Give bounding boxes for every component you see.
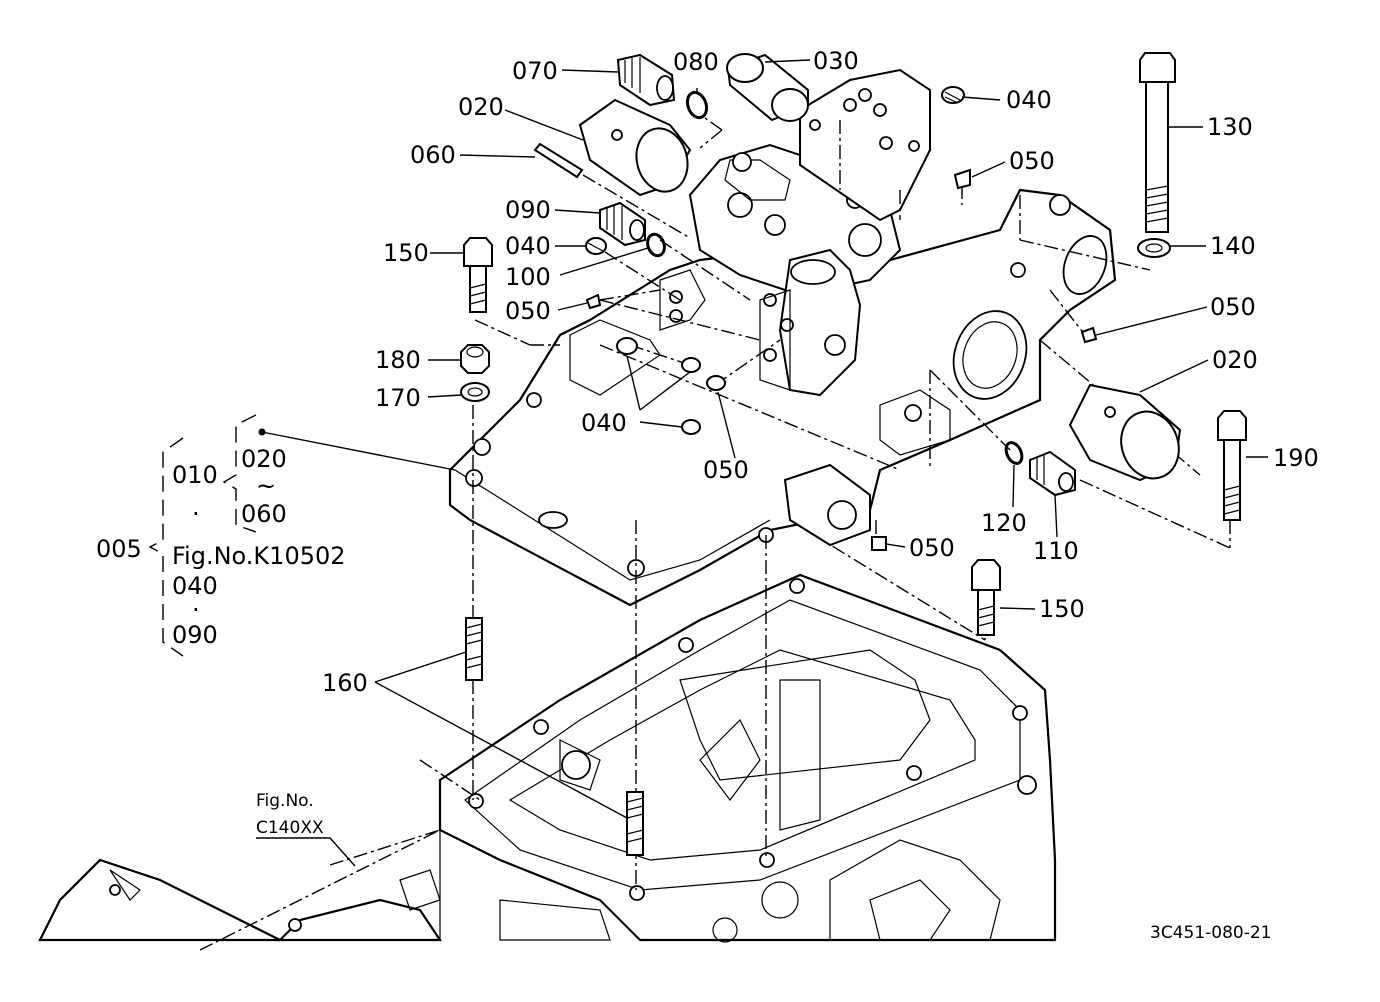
part-070-fitting	[616, 53, 676, 107]
label-020-top: 020	[458, 93, 504, 121]
part-130-bolt	[1139, 52, 1176, 233]
part-050-plug-bottom	[871, 536, 887, 551]
label-050-left: 050	[505, 297, 551, 325]
label-130: 130	[1207, 113, 1253, 141]
part-120-oring	[1004, 441, 1024, 465]
label-030: 030	[813, 47, 859, 75]
label-090: 090	[505, 196, 551, 224]
label-170: 170	[375, 384, 421, 412]
part-060-pin	[533, 142, 584, 179]
label-140: 140	[1210, 232, 1256, 260]
label-180: 180	[375, 346, 421, 374]
part-150-bolt-right	[971, 559, 1001, 636]
label-100: 100	[505, 263, 551, 291]
label-150-right: 150	[1039, 595, 1085, 623]
side-housing	[38, 858, 611, 942]
leader-lines	[258, 59, 1268, 819]
label-050-bottom: 050	[909, 534, 955, 562]
valve-block	[688, 68, 931, 397]
label-040-top: 040	[1006, 86, 1052, 114]
part-040-plug-cluster	[616, 337, 726, 435]
transmission-case	[438, 573, 1057, 943]
part-190-bolt	[1217, 410, 1247, 521]
label-050-top: 050	[1009, 147, 1055, 175]
label-070: 070	[512, 57, 558, 85]
label-fig-ref: Fig.No.K10502	[172, 542, 346, 570]
part-150-bolt-left	[463, 237, 493, 313]
label-dot-b: ·	[192, 596, 200, 624]
label-dot-a: ·	[192, 500, 200, 528]
ref-fig-line2: C140XX	[256, 818, 324, 838]
part-050-plug-top	[953, 168, 971, 190]
assembly-brackets	[148, 414, 257, 657]
label-090-group: 090	[172, 621, 218, 649]
reference-figure-label: Fig.No. C140XX	[256, 791, 356, 867]
part-100-oring	[646, 232, 666, 258]
part-040-plug-top	[941, 86, 965, 104]
part-090-fitting	[599, 201, 646, 247]
part-110-fitting	[1029, 450, 1076, 497]
part-030-sleeve	[726, 53, 809, 122]
label-050-center: 050	[703, 456, 749, 484]
label-080: 080	[673, 48, 719, 76]
label-040-group: 040	[172, 572, 218, 600]
label-120: 120	[981, 509, 1027, 537]
part-180-nut	[460, 344, 490, 374]
assembly-group-labels: 005 010 020 ~ 060 · Fig.No.K10502 040 · …	[96, 445, 346, 649]
part-080-oring	[685, 90, 709, 120]
label-range-end: 060	[241, 500, 287, 528]
label-150-left: 150	[383, 239, 429, 267]
label-160: 160	[322, 669, 368, 697]
part-160-stud-left	[465, 617, 483, 681]
label-020-right: 020	[1212, 346, 1258, 374]
label-040-mid: 040	[505, 232, 551, 260]
label-110: 110	[1033, 537, 1079, 565]
label-040-cluster: 040	[581, 409, 627, 437]
label-060: 060	[410, 141, 456, 169]
label-190: 190	[1273, 444, 1319, 472]
part-020-sleeve-top	[578, 98, 692, 197]
ref-fig-line1: Fig.No.	[256, 791, 314, 811]
label-050-right: 050	[1210, 293, 1256, 321]
label-range-tilde: ~	[256, 472, 276, 500]
part-040-plug-mid	[585, 237, 607, 255]
part-160-stud-right	[626, 791, 644, 856]
part-020-sleeve-right	[1068, 383, 1182, 482]
label-range-start: 020	[241, 445, 287, 473]
label-005: 005	[96, 535, 142, 563]
part-050-plug-right	[1080, 326, 1098, 344]
part-170-washer	[460, 382, 490, 402]
callout-labels: 070 080 030 040 020 060 050 130 090 040 …	[322, 47, 1319, 697]
label-010: 010	[172, 461, 218, 489]
part-140-spring-washer	[1137, 238, 1171, 258]
figure-code: 3C451-080-21	[1150, 923, 1271, 943]
valve-housing	[448, 188, 1117, 607]
part-050-plug-left	[585, 293, 602, 310]
